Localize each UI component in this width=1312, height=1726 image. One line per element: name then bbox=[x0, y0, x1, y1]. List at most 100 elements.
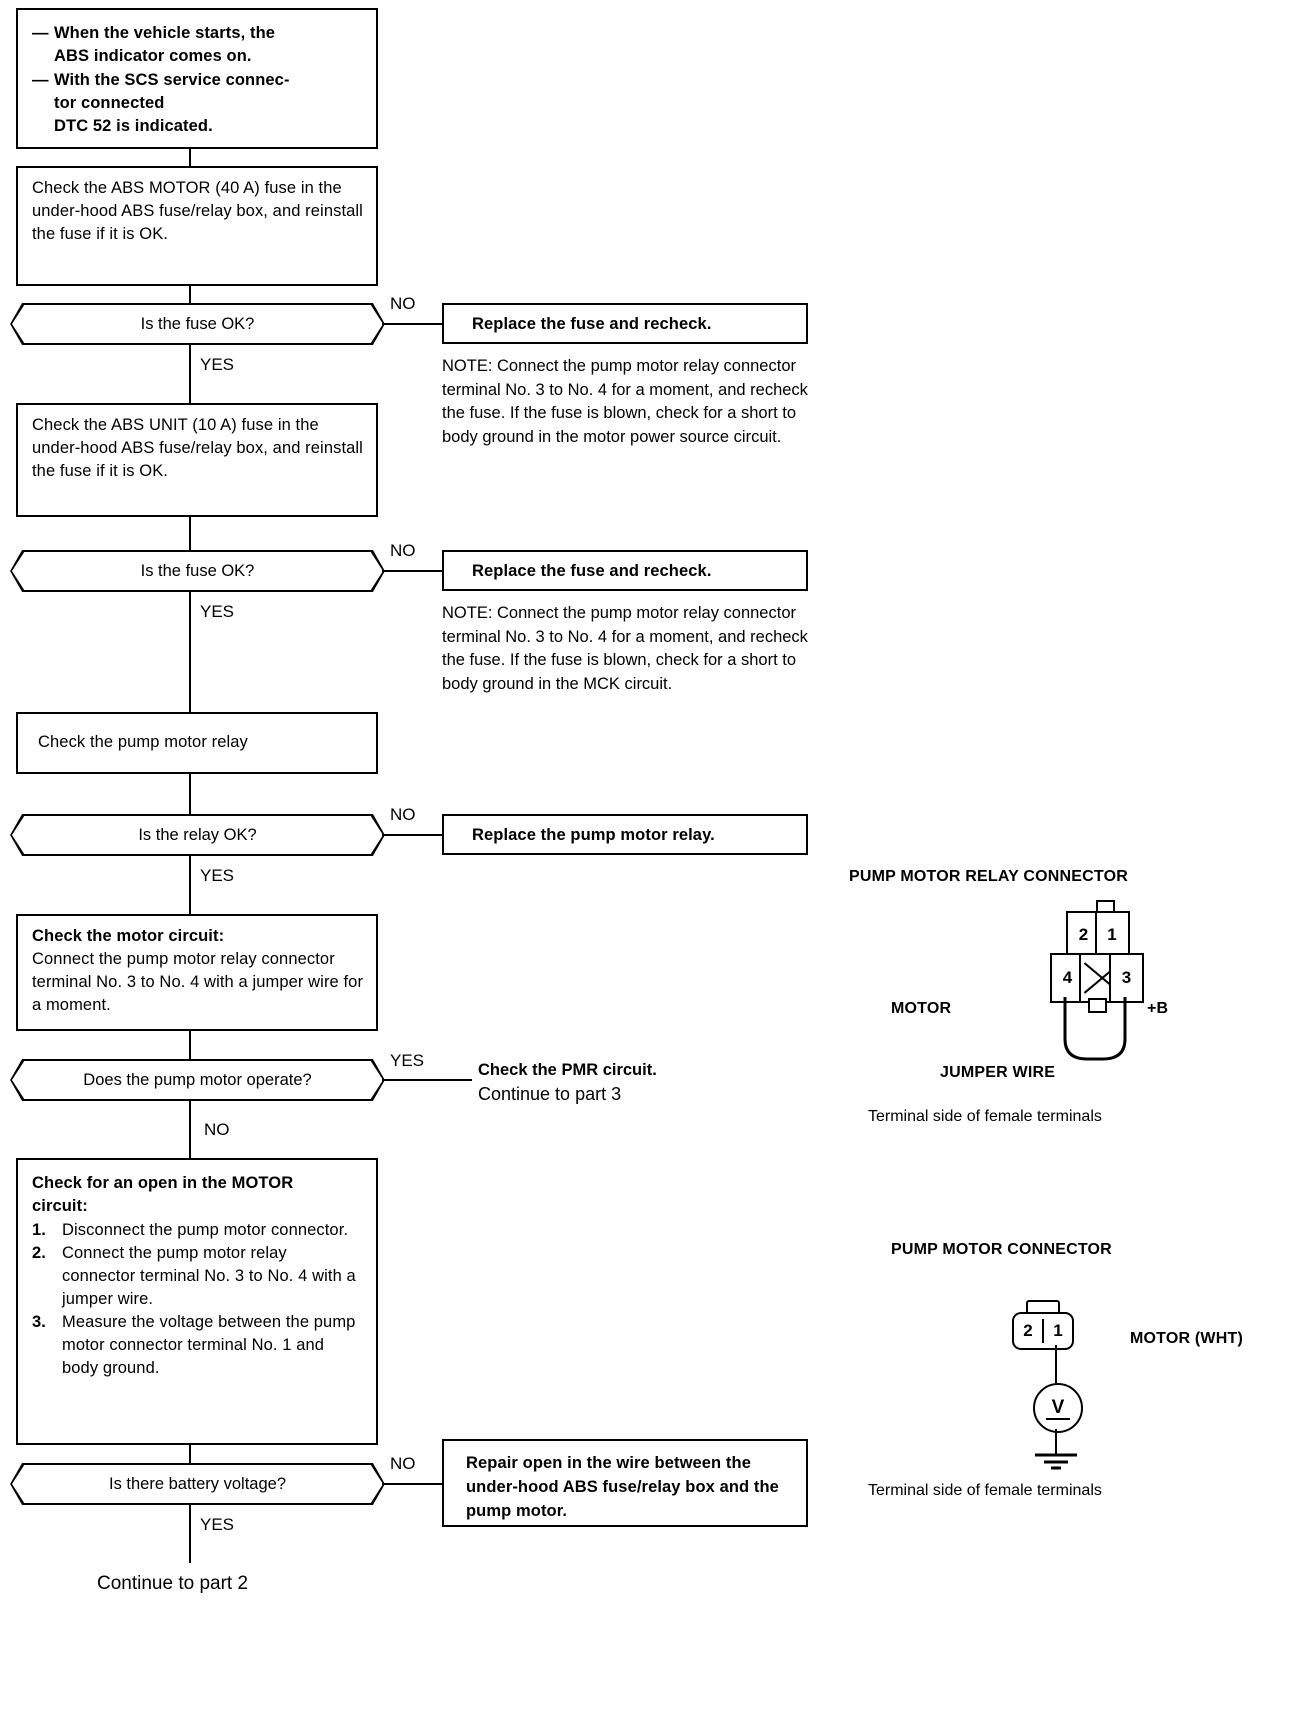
motor-connector-caption: Terminal side of female terminals bbox=[868, 1482, 1102, 1500]
voltmeter-underline-icon bbox=[1046, 1418, 1070, 1420]
relay-bottom-tab-icon bbox=[1088, 998, 1107, 1013]
ground-symbol-icon bbox=[1035, 1453, 1077, 1470]
connector-line bbox=[189, 1031, 191, 1059]
motor-connector-body: 2 1 bbox=[1012, 1312, 1074, 1350]
step-check-motor-circuit-head: Check the motor circuit: bbox=[32, 927, 225, 945]
branch-line-no bbox=[382, 570, 442, 572]
jumper-wire-icon bbox=[1063, 997, 1127, 1061]
branch-line-yes bbox=[382, 1079, 472, 1081]
action-replace-fuse-1: Replace the fuse and recheck. bbox=[442, 303, 808, 344]
connector-line bbox=[189, 1101, 191, 1158]
step-check-pump-motor-relay: Check the pump motor relay bbox=[16, 712, 378, 774]
action-replace-fuse-2: Replace the fuse and recheck. bbox=[442, 550, 808, 591]
action-replace-pump-motor-relay-text: Replace the pump motor relay. bbox=[472, 826, 715, 844]
branch-label-yes: YES bbox=[200, 602, 235, 621]
decision-pump-motor-operate: Does the pump motor operate? bbox=[10, 1059, 385, 1101]
step-check-abs-unit-fuse-text: Check the ABS UNIT (10 A) fuse in the un… bbox=[32, 416, 363, 480]
hex-fill bbox=[12, 816, 383, 854]
step-check-open-motor-circuit: Check for an open in the MOTOR circuit: … bbox=[16, 1158, 378, 1445]
ground-wire-line bbox=[1055, 1429, 1057, 1455]
step-open-head-line-1: Check for an open in the MOTOR bbox=[32, 1174, 294, 1192]
connector-line bbox=[189, 1505, 191, 1563]
pump-motor-relay-connector-diagram: 2 1 4 3 bbox=[1050, 900, 1170, 1061]
list-number-1: 1. bbox=[32, 1221, 46, 1239]
branch-label-yes: YES bbox=[200, 1515, 235, 1534]
voltmeter-icon: V bbox=[1033, 1383, 1083, 1433]
result-pmr-line-2: Continue to part 3 bbox=[478, 1084, 622, 1104]
branch-line-no bbox=[382, 1483, 442, 1485]
connector-line bbox=[189, 149, 191, 166]
symptom-line-5: DTC 52 is indicated. bbox=[54, 117, 213, 135]
motor-terminal-2: 2 bbox=[1014, 1314, 1042, 1348]
hex-fill bbox=[12, 1465, 383, 1503]
step-check-abs-motor-fuse: Check the ABS MOTOR (40 A) fuse in the u… bbox=[16, 166, 378, 286]
relay-connector-caption-text: Terminal side of female terminals bbox=[868, 1108, 1102, 1125]
relay-connector-caption: Terminal side of female terminals bbox=[868, 1108, 1102, 1126]
relay-terminal-4-label: 4 bbox=[1062, 968, 1073, 987]
step-check-motor-circuit-body: Connect the pump motor relay connector t… bbox=[32, 950, 364, 1014]
branch-label-yes: YES bbox=[390, 1051, 425, 1070]
bullet-dash-icon: — bbox=[32, 24, 49, 42]
motor-terminal-1-label: 1 bbox=[1053, 1321, 1063, 1340]
decision-is-fuse-ok-1-label: Is the fuse OK? bbox=[140, 315, 255, 333]
motor-connector-caption-text: Terminal side of female terminals bbox=[868, 1482, 1102, 1499]
branch-line-no bbox=[382, 323, 442, 325]
voltmeter-label: V bbox=[1051, 1397, 1065, 1418]
decision-is-relay-ok-label: Is the relay OK? bbox=[138, 826, 257, 844]
decision-is-fuse-ok-2-label: Is the fuse OK? bbox=[140, 562, 255, 580]
list-item-1: Disconnect the pump motor connector. bbox=[62, 1221, 349, 1239]
action-repair-open-wire-text: Repair open in the wire between the unde… bbox=[466, 1454, 779, 1520]
step-check-abs-motor-fuse-text: Check the ABS MOTOR (40 A) fuse in the u… bbox=[32, 179, 363, 243]
connector-line bbox=[189, 774, 191, 814]
action-replace-fuse-2-text: Replace the fuse and recheck. bbox=[472, 562, 712, 580]
branch-label-yes: YES bbox=[200, 355, 235, 374]
branch-label-no: NO bbox=[390, 805, 416, 824]
relay-connector-title: PUMP MOTOR RELAY CONNECTOR bbox=[849, 868, 1128, 886]
hex-fill bbox=[12, 305, 383, 343]
connector-line bbox=[189, 286, 191, 303]
motor-terminal-divider bbox=[1042, 1319, 1044, 1343]
continue-to-part-2: Continue to part 2 bbox=[97, 1572, 248, 1595]
decision-battery-voltage-label: Is there battery voltage? bbox=[108, 1475, 287, 1493]
relay-terminal-3-label: 3 bbox=[1121, 968, 1132, 987]
symptom-line-1: When the vehicle starts, the bbox=[54, 24, 276, 42]
decision-pump-motor-operate-label: Does the pump motor operate? bbox=[83, 1071, 312, 1089]
decision-is-fuse-ok-2: Is the fuse OK? bbox=[10, 550, 385, 592]
symptom-line-3: With the SCS service connec- bbox=[54, 71, 290, 89]
decision-battery-voltage: Is there battery voltage? bbox=[10, 1463, 385, 1505]
result-pmr-line-1: Check the PMR circuit. bbox=[478, 1061, 657, 1079]
motor-terminal-2-label: 2 bbox=[1023, 1321, 1033, 1340]
branch-label-no: NO bbox=[390, 294, 416, 313]
decision-is-relay-ok: Is the relay OK? bbox=[10, 814, 385, 856]
jumper-wire-label-text: JUMPER WIRE bbox=[940, 1064, 1056, 1081]
relay-terminal-3: 3 bbox=[1109, 953, 1144, 1003]
branch-label-no: NO bbox=[204, 1120, 230, 1139]
pump-motor-connector-diagram: 2 1 V bbox=[1000, 1300, 1120, 1470]
connector-line bbox=[189, 345, 191, 403]
motor-wht-label: MOTOR (WHT) bbox=[1130, 1330, 1243, 1348]
step-check-motor-circuit: Check the motor circuit: Connect the pum… bbox=[16, 914, 378, 1031]
branch-line-no bbox=[382, 834, 442, 836]
relay-motor-label: MOTOR bbox=[891, 1000, 951, 1018]
branch-label-no: NO bbox=[390, 1454, 416, 1473]
list-item-2: Connect the pump motor relay connector t… bbox=[62, 1244, 356, 1308]
symptom-line-2: ABS indicator comes on. bbox=[54, 47, 252, 65]
relay-terminal-2-label: 2 bbox=[1078, 925, 1089, 944]
motor-terminal-1: 1 bbox=[1044, 1314, 1072, 1348]
step-open-head-line-2: circuit: bbox=[32, 1197, 88, 1215]
note-1-text: NOTE: Connect the pump motor relay conne… bbox=[442, 357, 808, 446]
relay-plus-b-label: +B bbox=[1147, 1000, 1168, 1018]
relay-terminal-1-label: 1 bbox=[1107, 925, 1117, 944]
symptom-line-4: tor connected bbox=[54, 94, 165, 112]
motor-wire-line bbox=[1055, 1345, 1057, 1383]
bullet-dash-icon-2: — bbox=[32, 71, 49, 89]
relay-motor-label-text: MOTOR bbox=[891, 1000, 952, 1017]
relay-terminal-1: 1 bbox=[1094, 911, 1130, 959]
motor-wht-label-text: MOTOR (WHT) bbox=[1130, 1330, 1243, 1347]
note-2-text: NOTE: Connect the pump motor relay conne… bbox=[442, 604, 808, 693]
note-motor-power-source: NOTE: Connect the pump motor relay conne… bbox=[442, 355, 817, 449]
note-mck-circuit: NOTE: Connect the pump motor relay conne… bbox=[442, 602, 817, 696]
list-number-3: 3. bbox=[32, 1313, 46, 1331]
motor-connector-title: PUMP MOTOR CONNECTOR bbox=[891, 1241, 1112, 1259]
relay-connector-title-text: PUMP MOTOR RELAY CONNECTOR bbox=[849, 868, 1129, 885]
